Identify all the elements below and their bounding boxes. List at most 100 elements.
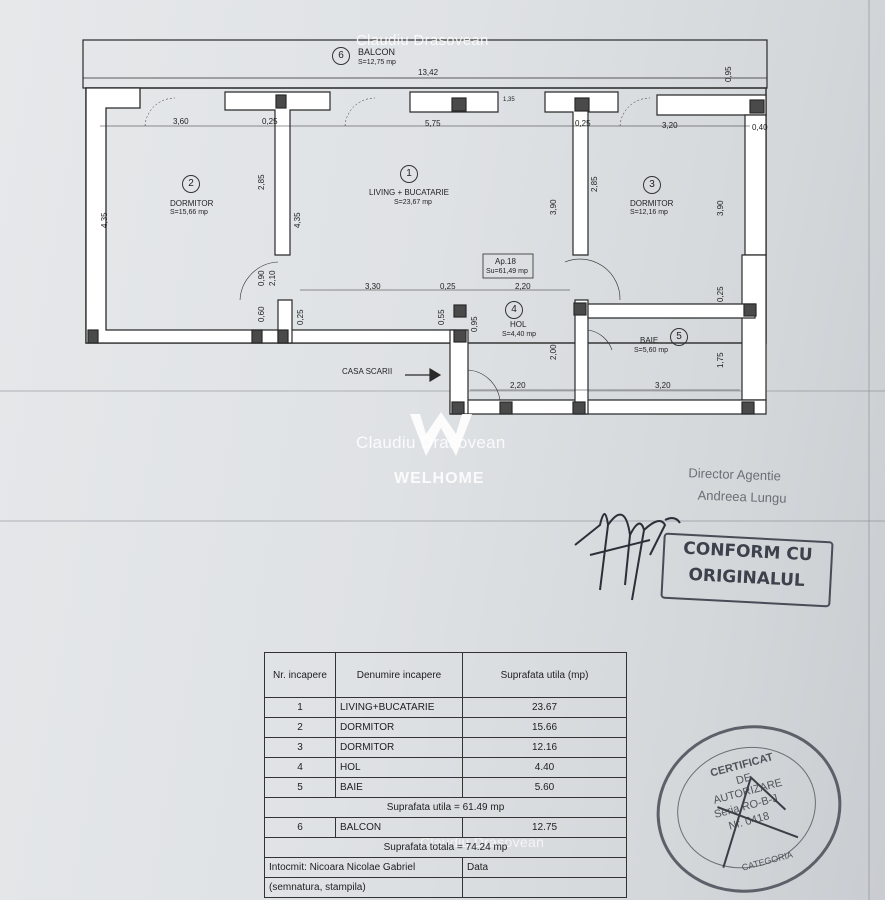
paper-fold-horizontal [0, 390, 885, 392]
balcony-name: BALCON [358, 47, 396, 57]
table-header-name: Denumire incapere [335, 652, 463, 698]
table-total-row: Suprafata totala = 74.24 mp [264, 837, 627, 858]
dim-vertical-025: 0,25 [296, 309, 305, 325]
signature-scribble [574, 513, 681, 601]
room-area-dormitor-2: S=12,16 mp [630, 209, 668, 216]
apartment-area: Su=61,49 mp [486, 268, 528, 275]
table-author-row: Intocmit: Nicoara Nicolae Gabriel Data [264, 857, 627, 878]
table-cell-name: BAIE [335, 777, 463, 798]
dim-vertical-285: 2,85 [257, 174, 266, 190]
table-cell-nr: 5 [264, 777, 336, 798]
balcony-area: S=12,75 mp [358, 59, 396, 66]
table-cell-nr: 2 [264, 717, 336, 738]
dim-vertical-060: 0,60 [257, 306, 266, 322]
table-cell-name: LIVING+BUCATARIE [335, 697, 463, 718]
table-cell-nr: 4 [264, 757, 336, 778]
dim-025a: 0,25 [262, 117, 278, 126]
watermark-name-top: Claudiu Drasovean [356, 32, 489, 49]
table-cell-area: 12.16 [462, 737, 627, 758]
certification-round-stamp: CERTIFICAT DE AUTORIZARE Seria RO-B-J Nr… [637, 704, 861, 900]
room-name-baie: BAIE [640, 336, 659, 345]
table-cell-area: 15.66 [462, 717, 627, 738]
dim-vertical-095: 0,95 [470, 316, 479, 332]
table-cell-area: 23.67 [462, 697, 627, 718]
table-cell-name: DORMITOR [335, 717, 463, 738]
dim-vertical-175: 1,75 [716, 352, 725, 368]
rooms-table: Nr. incapere Denumire incapere Suprafata… [264, 652, 627, 898]
table-cell-area: 4.40 [462, 757, 627, 778]
table-header-nr: Nr. incapere [264, 652, 336, 698]
table-row: 4 HOL 4.40 [264, 757, 627, 778]
watermark-name-center: Claudiu Drasovean [356, 433, 506, 452]
room-area-living: S=23,67 mp [394, 199, 432, 206]
room-number-hol: 4 [505, 301, 523, 319]
dim-vertical-095-top: 0,95 [724, 66, 733, 82]
dim-040: 0,40 [752, 123, 768, 132]
table-total: Suprafata totala = 74.24 mp [264, 837, 627, 858]
watermark-brand: WELHOME [394, 470, 485, 487]
dim-vertical-390b: 3,90 [716, 200, 725, 216]
dim-vertical-390: 3,90 [549, 199, 558, 215]
dim-vertical-435b: 4,35 [293, 212, 302, 228]
table-author: Intocmit: Nicoara Nicolae Gabriel [264, 857, 463, 878]
watermark-logo-icon [406, 410, 476, 460]
agent-stamp: Director Agentie Andreea Lungu [687, 462, 787, 509]
dim-vertical-435: 4,35 [100, 212, 109, 228]
room-number-baie: 5 [670, 328, 688, 346]
table-date: Data [462, 857, 627, 878]
room-number-living: 1 [400, 165, 418, 183]
agent-name: Andreea Lungu [697, 487, 787, 506]
room-number-dormitor-1: 2 [182, 175, 200, 193]
dim-vertical-200: 2,00 [549, 344, 558, 360]
room-name-living: LIVING + BUCATARIE [369, 188, 449, 197]
dim-vertical-055: 0,55 [437, 309, 446, 325]
table-cell-name: HOL [335, 757, 463, 778]
dim-vertical-025b: 0,25 [716, 286, 725, 302]
room-number-dormitor-2: 3 [643, 176, 661, 194]
room-area-baie: S=5,60 mp [634, 347, 669, 354]
table-cell-area: 12.75 [462, 817, 627, 838]
table-signature: (semnatura, stampila) [264, 877, 463, 898]
dim-vertical-285b: 2,85 [590, 176, 599, 192]
dim-320: 3,20 [662, 121, 678, 130]
paper-fold-horizontal-lower [0, 520, 885, 522]
dim-220b: 2,20 [510, 381, 526, 390]
table-signature-row: (semnatura, stampila) [264, 877, 627, 898]
table-cell-name: BALCON [335, 817, 463, 838]
room-name-dormitor-1: DORMITOR [170, 199, 214, 208]
table-cell-name: DORMITOR [335, 737, 463, 758]
table-header-area: Suprafata utila (mp) [462, 652, 627, 698]
table-row: 6 BALCON 12.75 [264, 817, 627, 838]
paper-fold-vertical [868, 0, 870, 900]
dim-top-total: 13,42 [418, 68, 439, 77]
table-row: 3 DORMITOR 12.16 [264, 737, 627, 758]
table-cell-nr: 6 [264, 817, 336, 838]
dim-025b: 0,25 [575, 119, 591, 128]
conform-stamp: CONFORM CU ORIGINALUL [660, 532, 834, 608]
room-area-dormitor-1: S=15,66 mp [170, 209, 208, 216]
table-row: 2 DORMITOR 15.66 [264, 717, 627, 738]
room-name-dormitor-2: DORMITOR [630, 199, 674, 208]
dim-330: 3,30 [365, 282, 381, 291]
table-row: 1 LIVING+BUCATARIE 23.67 [264, 697, 627, 718]
dim-025c: 0,25 [440, 282, 456, 291]
table-header-row: Nr. incapere Denumire incapere Suprafata… [264, 652, 627, 698]
room-number-balcony: 6 [332, 47, 350, 65]
table-cell-area: 5.60 [462, 777, 627, 798]
dim-vertical-090: 0,90 [257, 270, 266, 286]
dim-320b: 3,20 [655, 381, 671, 390]
table-cell-nr: 1 [264, 697, 336, 718]
table-cell-nr: 3 [264, 737, 336, 758]
table-row: 5 BAIE 5.60 [264, 777, 627, 798]
dim-575: 5,75 [425, 119, 441, 128]
dim-135: 1,35 [503, 97, 515, 103]
room-area-hol: S=4,40 mp [502, 331, 537, 338]
table-subtotal-row: Suprafata utila = 61.49 mp [264, 797, 627, 818]
table-subtotal: Suprafata utila = 61.49 mp [264, 797, 627, 818]
apartment-label: Ap.18 [495, 257, 516, 266]
dim-360: 3,60 [173, 117, 189, 126]
dim-220a: 2,20 [515, 282, 531, 291]
stairs-label: CASA SCARII [342, 367, 393, 376]
